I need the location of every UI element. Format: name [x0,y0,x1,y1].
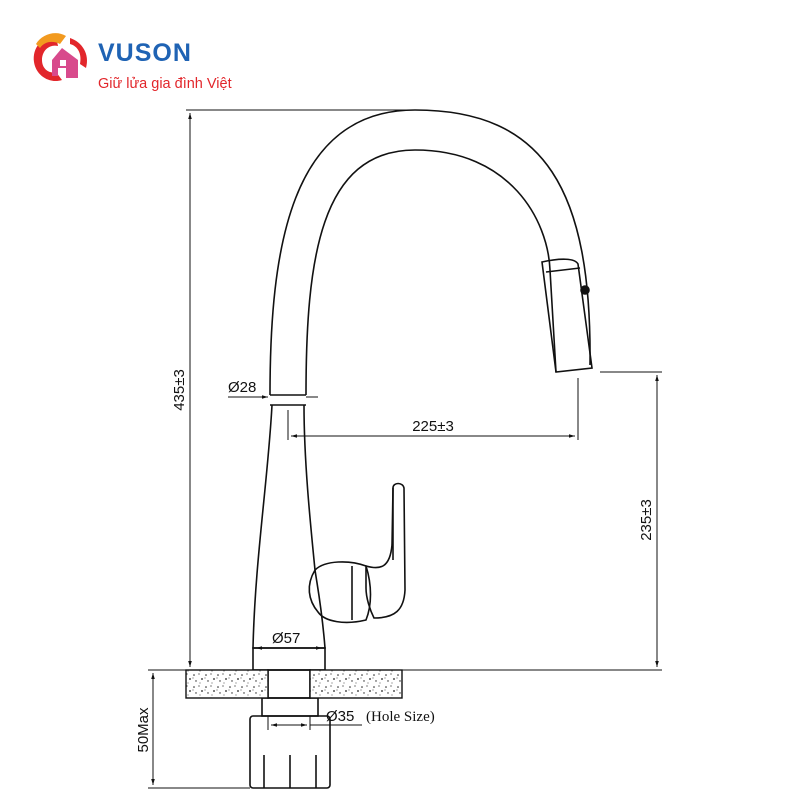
label-spout-height: 235±3 [638,499,655,541]
shank-upper [267,669,311,699]
handle-joint [308,561,372,624]
spout-inner-arc [305,149,557,396]
label-neck-diameter: Ø28 [228,379,256,396]
faucet-outline [249,109,593,789]
dimension-lines [148,109,662,789]
spray-head-seam [545,267,581,273]
spout-outer-arc [269,109,591,396]
label-total-height: 435±3 [171,369,188,411]
brand-name: VUSON [98,39,192,67]
brand-logo: VUSON Giữ lửa gia đình Việt [26,30,266,100]
lever-handle [365,482,406,619]
label-max-thickness: 50Max [135,707,152,753]
label-hole-note: (Hole Size) [366,709,435,725]
faucet-base [252,647,326,671]
faucet-body [252,404,326,649]
label-hole-diameter: Ø35 [326,708,354,725]
spray-button-icon [580,285,590,295]
label-base-diameter: Ø57 [272,630,300,647]
label-reach: 225±3 [412,418,454,435]
countertop [185,669,403,699]
spray-head [541,258,593,373]
vuson-logo-icon [33,33,88,82]
shank-lower [261,697,319,717]
brand-tagline: Giữ lửa gia đình Việt [98,76,232,92]
